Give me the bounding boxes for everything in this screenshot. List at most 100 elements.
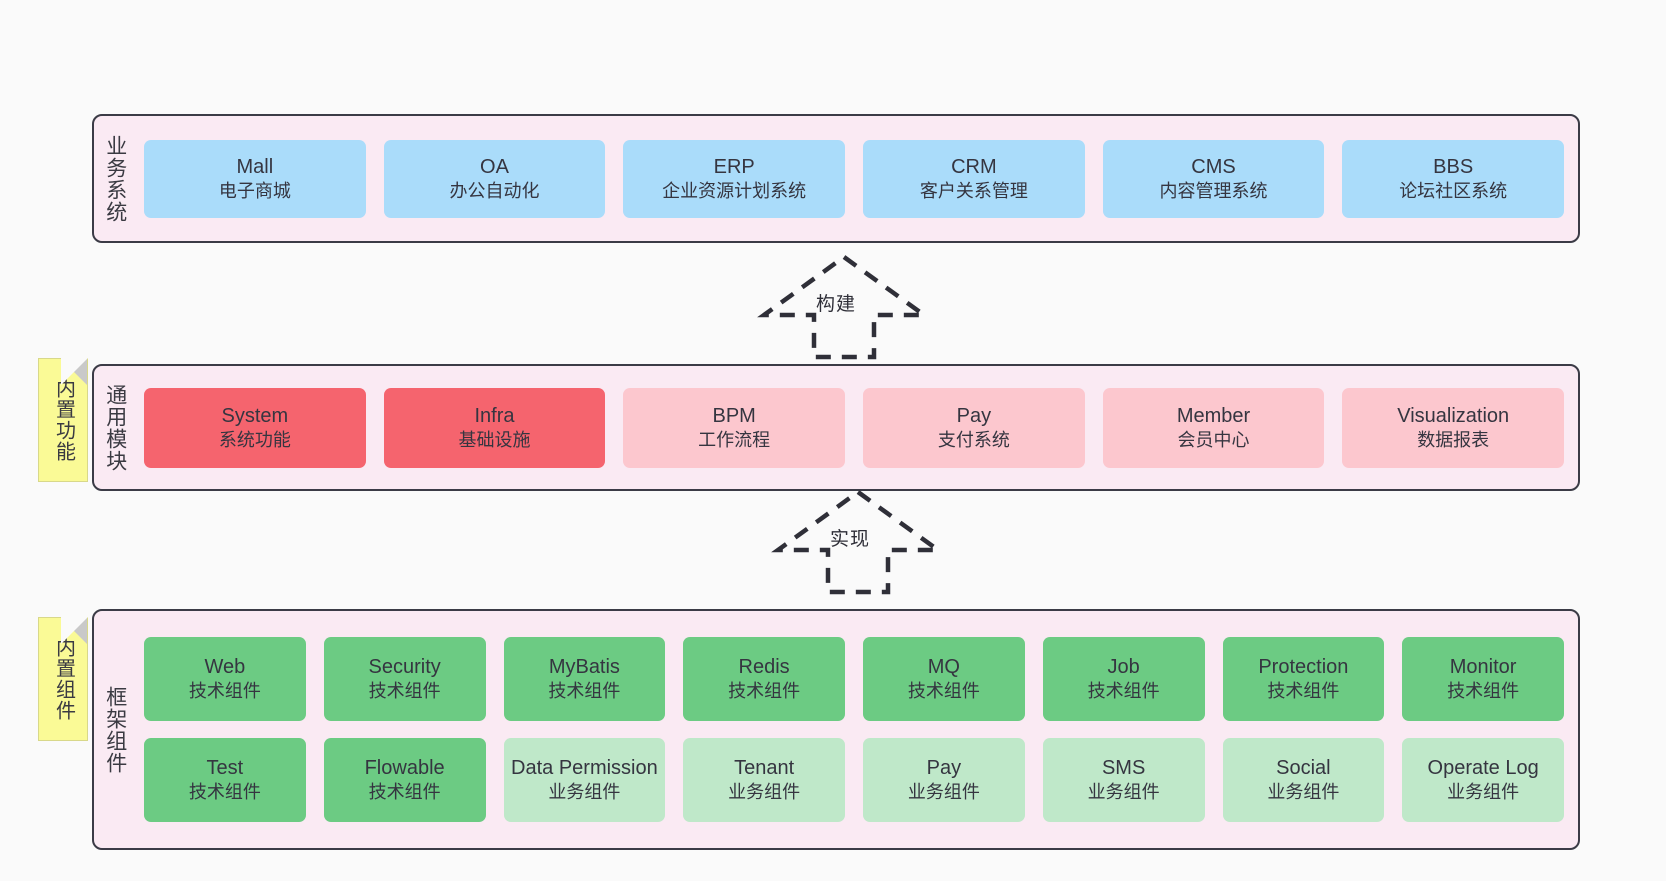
node-subtitle: 数据报表	[1417, 429, 1490, 450]
node-subtitle: 技术组件	[188, 681, 261, 702]
layer-title-business: 业务系统	[103, 134, 127, 223]
node-subtitle: 技术组件	[188, 782, 261, 803]
node-subtitle: 技术组件	[1267, 681, 1340, 702]
node-operate-log[interactable]: Operate Log 业务组件	[1402, 738, 1564, 822]
node-subtitle: 工作流程	[698, 429, 771, 450]
node-oa[interactable]: OA 办公自动化	[383, 139, 606, 218]
row: Mall 电子商城 OA 办公自动化 ERP 企业资源计划系统 CRM 客户关系…	[144, 139, 1565, 218]
node-protection[interactable]: Protection 技术组件	[1222, 637, 1385, 721]
folded-corner-cut-icon	[61, 358, 88, 385]
node-title: OA	[480, 155, 509, 178]
node-flowable[interactable]: Flowable 技术组件	[323, 738, 486, 822]
dashed-up-arrow-icon	[771, 489, 945, 595]
folded-corner-cut-icon	[61, 617, 88, 644]
node-title: CRM	[951, 155, 997, 178]
node-web[interactable]: Web 技术组件	[144, 637, 306, 721]
node-title: BBS	[1433, 155, 1474, 178]
node-title: Visualization	[1397, 404, 1510, 427]
node-subtitle: 客户关系管理	[919, 180, 1028, 201]
node-mall[interactable]: Mall 电子商城	[144, 139, 366, 218]
node-redis[interactable]: Redis 技术组件	[683, 637, 845, 721]
node-sms[interactable]: SMS 业务组件	[1042, 738, 1205, 822]
connector-build-label: 构建	[816, 294, 857, 315]
connector-implement-label: 实现	[830, 529, 871, 550]
node-subtitle: 企业资源计划系统	[662, 180, 807, 201]
node-infra[interactable]: Infra 基础设施	[383, 387, 606, 468]
node-title: Web	[204, 656, 246, 679]
node-subtitle: 技术组件	[1087, 681, 1160, 702]
node-job[interactable]: Job 技术组件	[1042, 637, 1205, 721]
layer-framework-components: 框架组件 Web 技术组件 Security 技术组件 MyBatis 技术组件…	[92, 609, 1580, 850]
layer-common-modules: 通用模块 System 系统功能 Infra 基础设施 BPM 工作流程 Pay…	[92, 364, 1580, 491]
node-subtitle: 论坛社区系统	[1399, 180, 1508, 201]
node-subtitle: 技术组件	[728, 681, 801, 702]
dashed-up-arrow-icon	[757, 254, 931, 360]
layer-title-framework: 框架组件	[103, 685, 127, 774]
node-visualization[interactable]: Visualization 数据报表	[1342, 387, 1565, 468]
layer-body-common: System 系统功能 Infra 基础设施 BPM 工作流程 Pay 支付系统…	[136, 366, 1578, 489]
node-title: Monitor	[1449, 656, 1517, 679]
node-subtitle: 业务组件	[548, 782, 621, 803]
node-title: SMS	[1101, 757, 1146, 780]
note-label: 内置功能	[52, 378, 75, 462]
node-test[interactable]: Test 技术组件	[144, 738, 306, 822]
node-subtitle: 办公自动化	[449, 180, 540, 201]
node-title: CMS	[1191, 155, 1236, 178]
node-title: Redis	[738, 656, 790, 679]
row: Web 技术组件 Security 技术组件 MyBatis 技术组件 Redi…	[144, 637, 1564, 721]
node-subtitle: 系统功能	[218, 429, 291, 450]
node-crm[interactable]: CRM 客户关系管理	[863, 139, 1085, 218]
node-title: Operate Log	[1427, 757, 1539, 780]
node-mybatis[interactable]: MyBatis 技术组件	[503, 637, 666, 721]
node-title: Infra	[474, 404, 515, 427]
layer-body-business: Mall 电子商城 OA 办公自动化 ERP 企业资源计划系统 CRM 客户关系…	[136, 116, 1578, 241]
node-title: MyBatis	[548, 656, 620, 679]
node-pay[interactable]: Pay 支付系统	[863, 387, 1085, 468]
layer-business-systems: 业务系统 Mall 电子商城 OA 办公自动化 ERP 企业资源计划系统 CRM…	[92, 114, 1580, 243]
node-title: Mall	[236, 155, 274, 178]
node-subtitle: 技术组件	[368, 681, 441, 702]
node-subtitle: 会员中心	[1177, 429, 1250, 450]
node-title: Data Permission	[511, 757, 658, 780]
node-title: Test	[206, 757, 244, 780]
node-subtitle: 业务组件	[1087, 782, 1160, 803]
node-title: Job	[1107, 656, 1140, 679]
node-social[interactable]: Social 业务组件	[1222, 738, 1385, 822]
node-subtitle: 电子商城	[218, 180, 291, 201]
node-mq[interactable]: MQ 技术组件	[863, 637, 1025, 721]
node-subtitle: 业务组件	[1447, 782, 1520, 803]
node-subtitle: 业务组件	[728, 782, 801, 803]
node-cms[interactable]: CMS 内容管理系统	[1102, 139, 1325, 218]
node-subtitle: 内容管理系统	[1159, 180, 1268, 201]
node-title: Member	[1176, 404, 1251, 427]
node-title: Pay	[926, 757, 962, 780]
node-monitor[interactable]: Monitor 技术组件	[1402, 637, 1564, 721]
node-title: MQ	[927, 656, 960, 679]
node-subtitle: 基础设施	[458, 429, 531, 450]
node-subtitle: 支付系统	[937, 429, 1010, 450]
layer-body-framework: Web 技术组件 Security 技术组件 MyBatis 技术组件 Redi…	[136, 611, 1578, 848]
node-bpm[interactable]: BPM 工作流程	[623, 387, 846, 468]
connector-implement: 实现	[770, 488, 950, 598]
node-member[interactable]: Member 会员中心	[1102, 387, 1325, 468]
node-data-permission[interactable]: Data Permission 业务组件	[503, 738, 666, 822]
node-title: Flowable	[364, 757, 445, 780]
node-title: Pay	[956, 404, 992, 427]
node-security[interactable]: Security 技术组件	[323, 637, 486, 721]
node-erp[interactable]: ERP 企业资源计划系统	[623, 139, 846, 218]
connector-build: 构建	[756, 253, 936, 363]
node-subtitle: 技术组件	[1447, 681, 1520, 702]
node-subtitle: 技术组件	[368, 782, 441, 803]
node-title: Tenant	[734, 757, 795, 780]
node-subtitle: 业务组件	[907, 782, 980, 803]
node-title: Security	[368, 656, 441, 679]
node-system[interactable]: System 系统功能	[144, 387, 366, 468]
row: Test 技术组件 Flowable 技术组件 Data Permission …	[144, 738, 1564, 822]
note-builtin-component: 内置组件	[38, 617, 88, 741]
node-bbs[interactable]: BBS 论坛社区系统	[1342, 139, 1565, 218]
node-title: ERP	[713, 155, 755, 178]
node-pay-component[interactable]: Pay 业务组件	[863, 738, 1025, 822]
node-tenant[interactable]: Tenant 业务组件	[683, 738, 845, 822]
node-title: Social	[1276, 757, 1331, 780]
